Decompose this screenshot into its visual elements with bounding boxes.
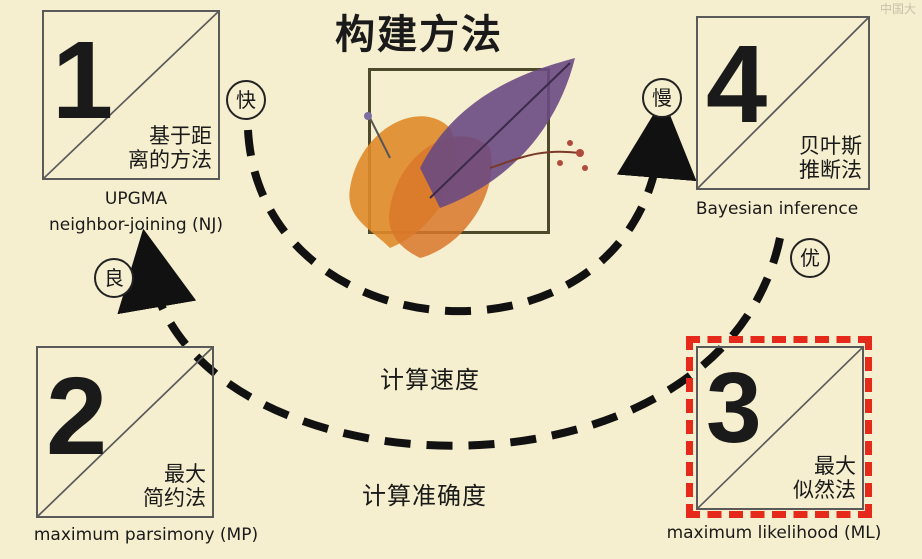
leaf-illustration xyxy=(330,58,590,258)
method-desc-line2: 离的方法 xyxy=(128,148,212,172)
page-title: 构建方法 xyxy=(335,12,503,58)
method-name-line1: UPGMA xyxy=(104,189,168,209)
method-card-4: 4 贝叶斯 推断法 xyxy=(696,16,870,190)
method-card-1: 1 基于距 离的方法 xyxy=(42,10,220,180)
speed-arrow xyxy=(244,98,697,315)
card-diagonal xyxy=(698,18,868,188)
method-name-line1: maximum likelihood (ML) xyxy=(666,523,882,543)
method-desc-line1: 最大 xyxy=(164,462,206,486)
card-diagonal xyxy=(698,348,862,508)
method-desc: 基于距 离的方法 xyxy=(128,124,212,172)
speed-label: 计算速度 xyxy=(380,366,480,394)
method-desc: 最大 简约法 xyxy=(143,462,206,510)
card-diagonal xyxy=(38,348,212,516)
method-desc-line2: 推断法 xyxy=(799,158,862,182)
badge-slow: 慢 xyxy=(642,78,682,118)
badge-fast: 快 xyxy=(226,80,266,120)
method-card-3: 3 最大 似然法 xyxy=(696,346,864,510)
method-name-line1: Bayesian inference xyxy=(695,199,859,219)
method-number: 4 xyxy=(706,23,768,146)
method-name-1: UPGMA neighbor-joining (NJ) xyxy=(0,186,272,238)
method-desc: 最大 似然法 xyxy=(793,454,856,502)
method-name-line2: neighbor-joining (NJ) xyxy=(48,215,224,235)
method-number: 1 xyxy=(52,19,114,142)
watermark: 中国大 xyxy=(879,2,916,16)
method-name-2: maximum parsimony (MP) xyxy=(6,522,286,548)
method-number: 2 xyxy=(46,355,108,478)
highlight-frame xyxy=(686,336,872,518)
method-desc: 贝叶斯 推断法 xyxy=(799,134,862,182)
method-desc-line2: 简约法 xyxy=(143,486,206,510)
method-name-4: Bayesian inference xyxy=(660,196,894,222)
method-name-line1: maximum parsimony (MP) xyxy=(33,525,259,545)
accuracy-label: 计算准确度 xyxy=(362,482,487,510)
method-number: 3 xyxy=(706,352,762,464)
method-desc-line1: 最大 xyxy=(814,454,856,478)
method-desc-line1: 贝叶斯 xyxy=(799,134,862,158)
badge-good: 良 xyxy=(94,258,134,298)
card-diagonal xyxy=(44,12,218,178)
method-name-3: maximum likelihood (ML) xyxy=(628,520,920,546)
method-desc-line2: 似然法 xyxy=(793,478,856,502)
method-desc-line1: 基于距 xyxy=(149,124,212,148)
badge-excellent: 优 xyxy=(790,238,830,278)
method-card-2: 2 最大 简约法 xyxy=(36,346,214,518)
leaves-icon xyxy=(349,58,588,258)
